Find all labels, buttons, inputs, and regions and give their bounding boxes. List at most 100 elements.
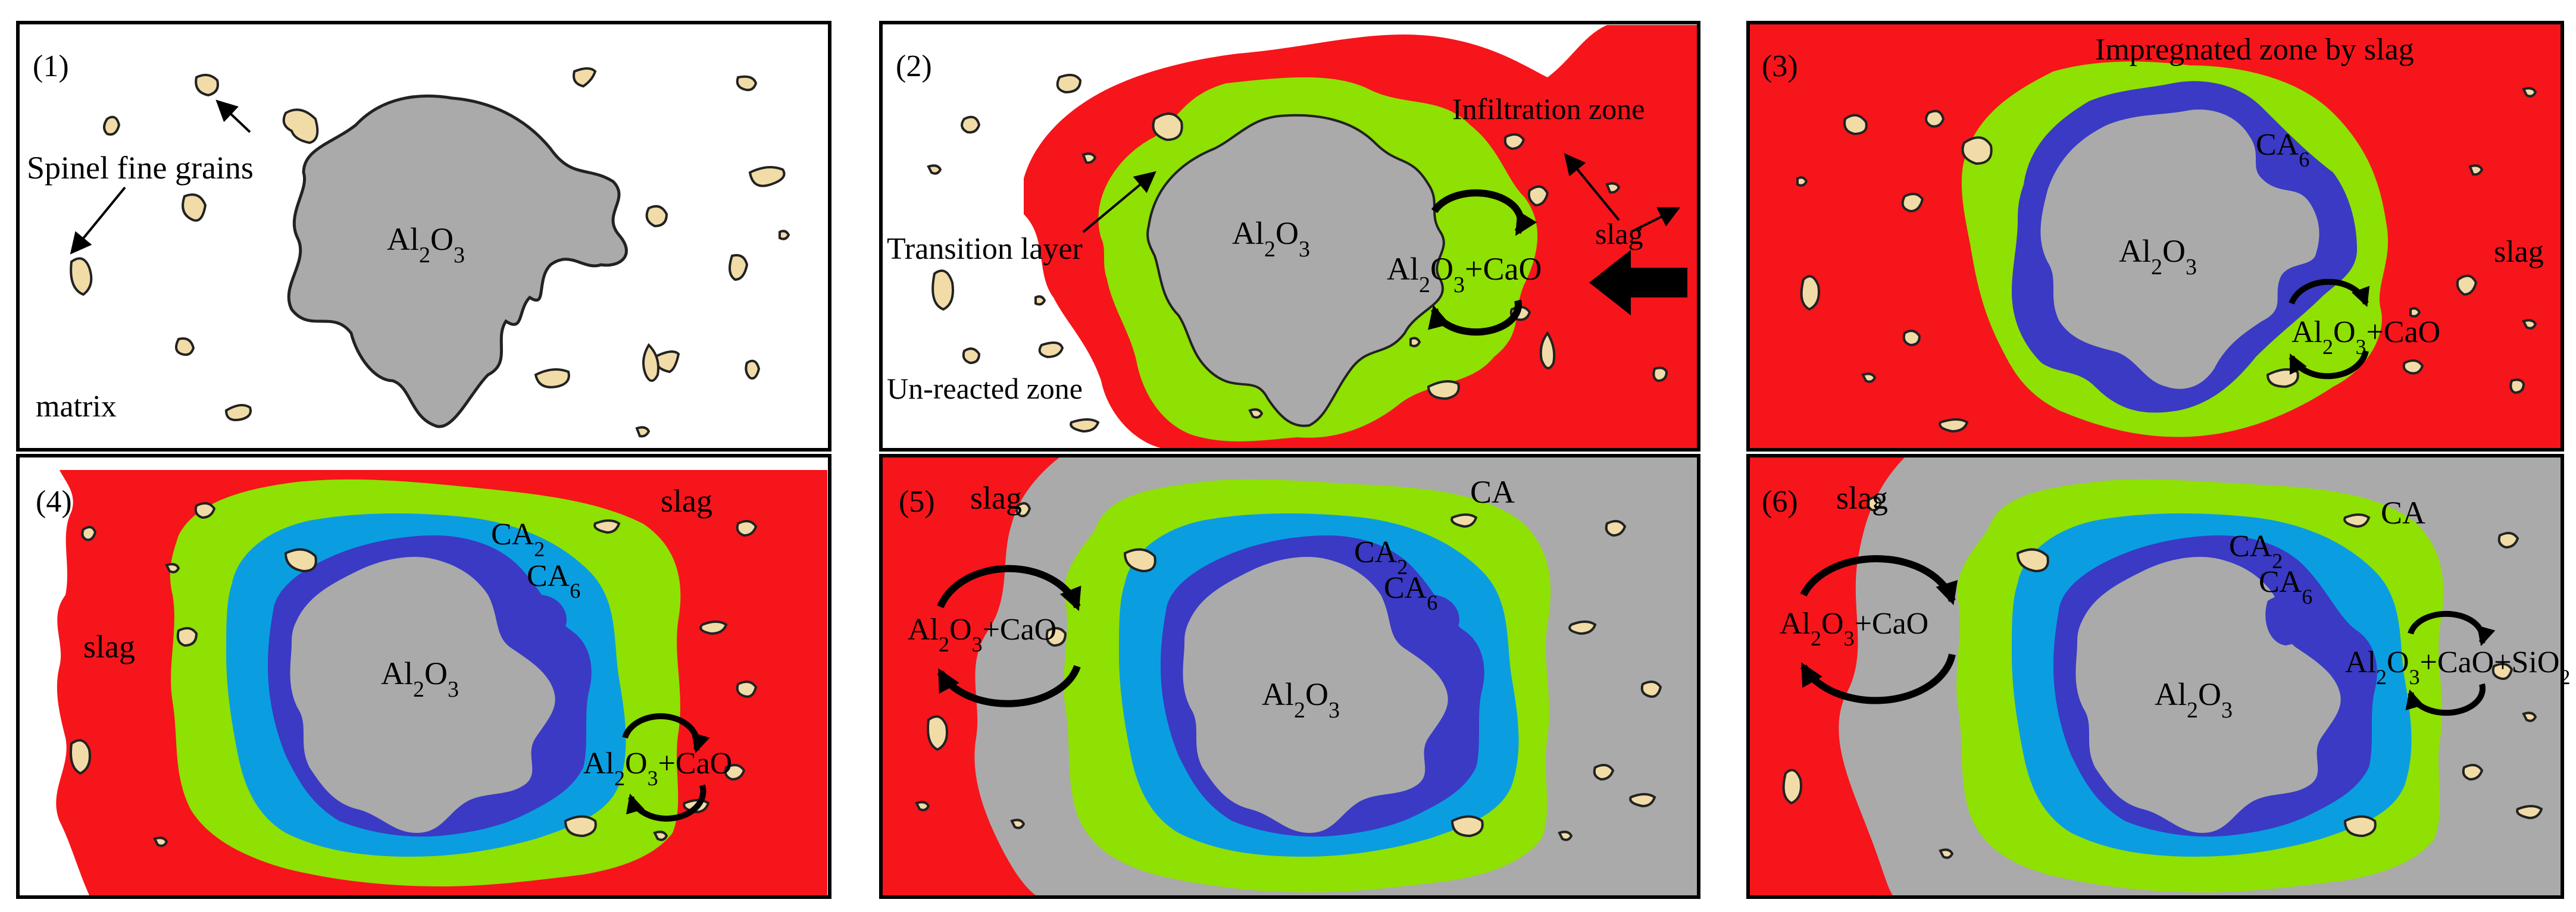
spinel-grain	[927, 164, 942, 175]
spinel-grain	[282, 108, 319, 145]
panel-number: (4)	[36, 485, 72, 519]
slag-label: slag	[1836, 480, 1888, 516]
spinel-grains	[70, 67, 790, 438]
panel-2: (2) Al2O3 Al2O3+CaO Transition layer Inf…	[879, 21, 1700, 452]
slag-pointer	[1630, 207, 1681, 233]
ca6-patch	[1408, 594, 1459, 645]
alumina-label: Al2O3	[1262, 676, 1340, 723]
ca-label: CA	[1470, 474, 1515, 510]
spinel-grains	[1782, 496, 2543, 859]
spinel-grain	[1070, 418, 1100, 433]
spinel-grain	[2516, 805, 2543, 820]
spinel-grain	[2522, 712, 2537, 722]
slag-label: slag	[1595, 217, 1643, 250]
spinel-grain	[729, 254, 749, 281]
spinel-grain	[1796, 176, 1808, 187]
spinel-grain	[1925, 109, 1945, 128]
reaction-cycle-arrow	[626, 784, 706, 822]
spinel-grains-label: Spinel fine grains	[27, 150, 254, 186]
spinel-grain	[1038, 341, 1064, 359]
spinel-grain	[70, 257, 93, 296]
spinel-grain	[2497, 532, 2519, 549]
spinel-grain	[2343, 815, 2377, 838]
spinel-grain	[573, 67, 597, 88]
spinel-grain	[1152, 112, 1183, 142]
spinel-grain	[165, 563, 180, 573]
alumina-aggregate	[2040, 109, 2319, 389]
panel-6: (6) slag CA CA2 CA6 Al2O3 Al2O3+CaO Al2O…	[1746, 454, 2570, 899]
alumina-label: Al2O3	[387, 221, 465, 268]
ca2-label: CA2	[2229, 529, 2283, 573]
spinel-grain	[635, 426, 651, 438]
spinel-grain	[724, 764, 746, 781]
spinel-grain	[748, 166, 786, 187]
spinel-grain	[1045, 627, 1067, 647]
spinel-grain	[1539, 331, 1556, 369]
panel-4: (4) slag slag CA2 CA6 Al2O3 Al2O3+CaO	[16, 454, 831, 899]
alumina-aggregate	[1146, 114, 1445, 427]
ca6-patch	[515, 594, 567, 645]
transition-layer-label: Transition layer	[887, 232, 1083, 266]
impregnated-zone-label: Impregnated zone by slag	[2095, 33, 2414, 67]
spinel-grain	[1010, 819, 1026, 829]
spinel-grain	[1409, 337, 1421, 347]
ca2-label: CA2	[1354, 535, 1408, 579]
alumina-label: Al2O3	[2119, 233, 2197, 280]
reaction-cycle-arrow	[1800, 653, 1956, 704]
reaction-label: Al2O3+CaO	[1387, 251, 1542, 297]
alumina-label: Al2O3	[381, 656, 459, 702]
panel-number: (2)	[896, 49, 932, 83]
spinel-grain	[1248, 408, 1264, 419]
reaction-cycle-arrow	[2408, 610, 2496, 647]
spinel-grain	[1450, 815, 1484, 838]
spinel-grain	[2522, 319, 2537, 330]
spinel-grain	[779, 230, 790, 240]
spinel-grain	[175, 337, 195, 356]
spinel-grain	[1605, 520, 1627, 537]
spinel-grain	[1782, 769, 1802, 805]
spinel-grain	[1568, 620, 1597, 635]
spinel-grain	[2402, 359, 2424, 375]
spinel-grain	[931, 269, 954, 311]
spinel-grain	[642, 343, 659, 382]
spinel-grain	[962, 347, 981, 365]
panel-number: (1)	[33, 49, 69, 83]
spinel-grain	[1081, 152, 1097, 164]
slag-attack-arrow	[1589, 250, 1687, 315]
spinel-grain	[2468, 164, 2484, 176]
reaction-cycle-arrow	[2289, 350, 2369, 380]
spinel-grain	[70, 739, 91, 775]
slag-label: slag	[83, 629, 135, 665]
slag-pointer	[1564, 153, 1620, 221]
spinel-grain	[81, 526, 97, 541]
spinel-grain	[1056, 74, 1082, 94]
spinel-grain	[153, 836, 168, 847]
spinel-grain	[1605, 182, 1621, 194]
spinel-grain	[1939, 418, 1969, 433]
reaction-label: Al2O3+CaO+SiO2	[2345, 645, 2570, 689]
spinel-grain	[1961, 136, 1993, 165]
alumina-label: Al2O3	[2155, 676, 2233, 723]
spinel-grain	[2491, 663, 2514, 680]
spinel-grain	[103, 115, 121, 136]
grains-pointer	[70, 186, 126, 255]
matrix-label: matrix	[36, 390, 117, 424]
spinel-grain	[1593, 764, 1615, 781]
spinel-grain	[1861, 372, 1877, 383]
spinel-grain	[1123, 548, 1156, 573]
spinel-grain	[736, 681, 758, 698]
reaction-label: Al2O3+CaO	[908, 613, 1056, 656]
spinel-grain	[1427, 380, 1460, 400]
spinel-grain	[2509, 378, 2525, 394]
spinel-grain	[736, 75, 758, 92]
alumina-aggregate	[287, 94, 628, 428]
reaction-cycle-arrow	[937, 565, 1081, 612]
spinel-grain	[1034, 295, 1046, 306]
spinel-grain	[2522, 87, 2537, 98]
spinel-grain	[736, 520, 758, 537]
spinel-grain	[653, 830, 668, 841]
reaction-cycle-arrow	[2405, 683, 2486, 716]
spinel-grain	[915, 801, 930, 811]
spinel-grain	[1901, 193, 1924, 213]
spinel-grain	[284, 548, 317, 573]
